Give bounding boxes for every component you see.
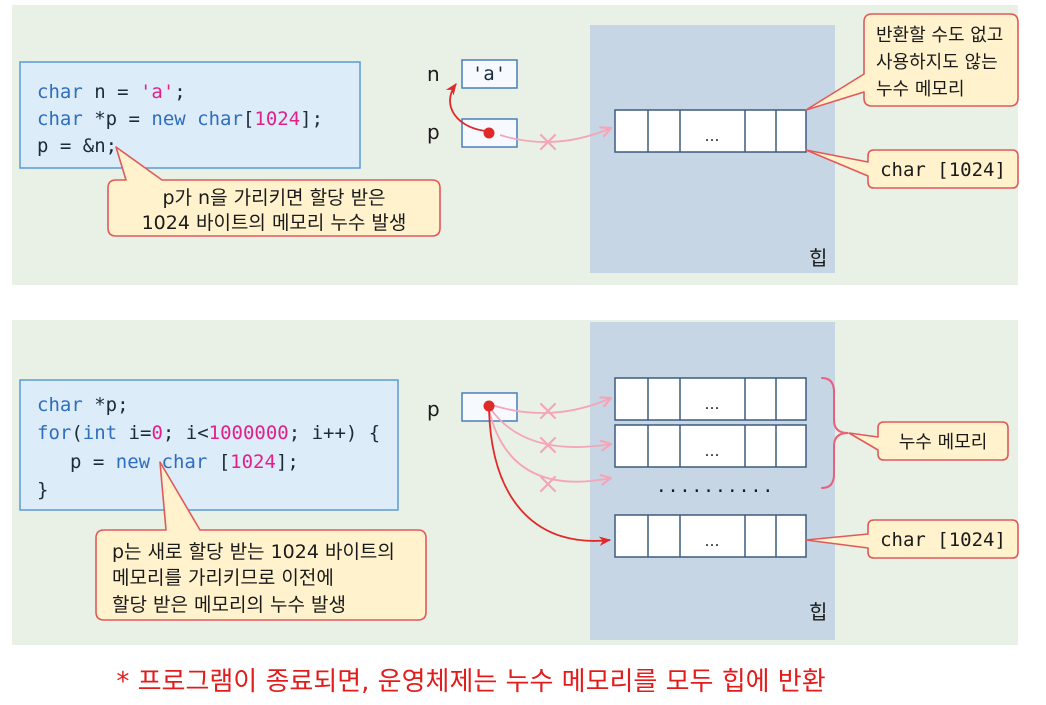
- array-outline: [614, 377, 807, 421]
- code-text: ];: [300, 108, 323, 130]
- code-text: }: [37, 479, 48, 501]
- code-text: (: [71, 422, 82, 444]
- lost-pointer-arrow-1: [491, 396, 613, 414]
- bottom-example: 힙 char *p; for(int i=0; i<1000000; i++) …: [12, 320, 1019, 645]
- broken-link-x-mark: [539, 475, 557, 493]
- lost-pointer-arrow-3: [488, 409, 613, 486]
- code-keyword: char: [37, 394, 83, 416]
- code-text: *p;: [83, 394, 129, 416]
- top-example: 힙 char n = 'a'; char *p = new char[1024]…: [12, 5, 1019, 285]
- array-outline: [614, 424, 807, 468]
- code-text: p = &n;: [37, 135, 117, 157]
- leaked-arrays-brace: [821, 377, 849, 489]
- array-outline: [614, 109, 807, 153]
- leaked-array-2: …: [614, 424, 807, 468]
- lost-pointer-arrow-2: [489, 407, 613, 452]
- broken-link-x-mark: [539, 402, 557, 420]
- bottom-callout-line-3: 할당 받은 메모리의 누수 발생: [112, 594, 346, 616]
- top-explanation-callout: [107, 146, 441, 237]
- bottom-leak-callout: [848, 421, 1009, 461]
- code-keyword: for: [37, 422, 71, 444]
- bottom-array-type-callout: [805, 519, 1019, 559]
- broken-link-x-mark: [539, 133, 557, 151]
- current-pointer-arrow: [488, 409, 612, 546]
- pointer-dot: [483, 400, 495, 412]
- array-cell-ellipsis: …: [705, 127, 720, 145]
- var-p-label: p: [427, 120, 440, 144]
- pointer-to-n-arrow: [445, 83, 487, 132]
- broken-link-x-mark: [539, 436, 557, 454]
- leak-callout-line-2: 사용하지도 않는: [876, 52, 998, 73]
- leak-callout-line-3: 누수 메모리: [876, 79, 965, 100]
- bottom-code-line-4: }: [37, 479, 48, 501]
- code-literal: 1024: [230, 451, 276, 473]
- code-keyword: char: [37, 108, 83, 130]
- bottom-leak-callout-label: 누수 메모리: [899, 432, 988, 453]
- bottom-callout-line-2: 메모리를 가리키므로 이전에: [112, 567, 334, 589]
- top-heap-label: 힙: [809, 246, 827, 270]
- top-leak-callout: [805, 13, 1019, 111]
- array-outline: [614, 514, 807, 558]
- code-literal: 1000000: [209, 422, 289, 444]
- current-array: …: [614, 514, 807, 558]
- array-cell-ellipsis: …: [705, 395, 720, 413]
- bottom-explanation-callout: [95, 461, 427, 621]
- bottom-callout-line-1: p는 새로 할당 받는 1024 바이트의: [112, 541, 395, 563]
- bottom-code-line-3: p = new char [1024];: [70, 451, 299, 473]
- leak-callout-line-1: 반환할 수도 없고: [876, 25, 1003, 46]
- code-text: ; i<: [163, 422, 209, 444]
- code-text: [: [243, 108, 254, 130]
- code-text: *p =: [83, 108, 152, 130]
- top-array-type-callout: [805, 149, 1019, 189]
- code-text: ];: [276, 451, 299, 473]
- var-n-value: 'a': [472, 63, 506, 85]
- bottom-var-p-label: p: [427, 397, 440, 421]
- bottom-code-box: [19, 379, 399, 511]
- top-callout-line-2: 1024 바이트의 메모리 누수 발생: [142, 212, 407, 234]
- pointer-dot: [483, 127, 495, 139]
- bottom-code-line-2: for(int i=0; i<1000000; i++) {: [37, 422, 380, 444]
- code-text: i=: [117, 422, 151, 444]
- top-code-box: [19, 61, 361, 169]
- lost-pointer-arrow: [499, 126, 613, 143]
- array-cell-ellipsis: …: [705, 442, 720, 460]
- top-heap-array: …: [614, 109, 807, 153]
- bottom-array-type-label: char [1024]: [880, 529, 1006, 551]
- top-array-type-label: char [1024]: [880, 159, 1006, 181]
- code-keyword: int: [83, 422, 117, 444]
- var-n-label: n: [427, 62, 440, 86]
- top-callout-line-1: p가 n을 가리키면 할당 받은: [162, 187, 385, 209]
- code-keyword: char: [37, 81, 83, 103]
- code-text: p =: [70, 451, 116, 473]
- code-keyword: new char: [151, 108, 243, 130]
- bottom-heap-area: [590, 322, 835, 640]
- code-text: ;: [174, 81, 185, 103]
- var-n-box: [461, 59, 518, 89]
- code-text: [: [207, 451, 230, 473]
- bottom-code-line-1: char *p;: [37, 394, 129, 416]
- code-literal: 1024: [254, 108, 300, 130]
- code-literal: 'a': [140, 81, 174, 103]
- top-code-line-2: char *p = new char[1024];: [37, 108, 323, 130]
- footnote: * 프로그램이 종료되면, 운영체제는 누수 메모리를 모두 힙에 반환: [116, 667, 825, 697]
- top-code-line-1: char n = 'a';: [37, 81, 186, 103]
- code-text: n =: [83, 81, 140, 103]
- code-text: ; i++) {: [289, 422, 381, 444]
- bottom-heap-label: 힙: [809, 600, 827, 624]
- leaked-array-1: …: [614, 377, 807, 421]
- top-code-line-3: p = &n;: [37, 135, 117, 157]
- more-arrays-dots: ..........: [656, 476, 774, 497]
- code-keyword: new char: [116, 451, 208, 473]
- array-cell-ellipsis: …: [705, 532, 720, 550]
- code-literal: 0: [151, 422, 162, 444]
